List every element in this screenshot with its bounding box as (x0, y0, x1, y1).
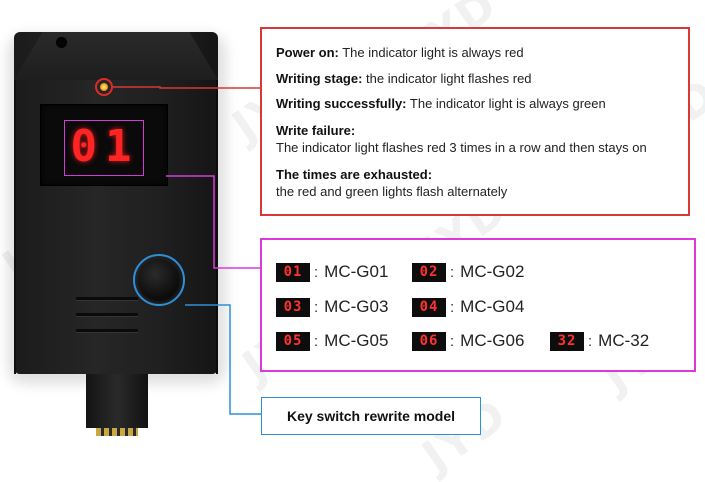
key-switch-highlight-ring (133, 254, 185, 306)
display-leader-line (166, 175, 260, 269)
model-item: 05 : MC-G05 (276, 329, 388, 353)
model-separator: : (450, 332, 455, 350)
model-name: MC-32 (598, 331, 650, 350)
model-code-badge: 05 (276, 331, 310, 351)
model-name: MC-G02 (460, 262, 525, 281)
model-name: MC-G01 (324, 262, 389, 281)
model-code-panel: 01 : MC-G01 02 : MC-G02 03 : MC-G03 04 :… (260, 238, 696, 372)
key-switch-label: Key switch rewrite model (286, 408, 456, 424)
key-switch-leader-line (185, 304, 261, 415)
vent-slot (76, 329, 138, 333)
indicator-leader-line (113, 86, 260, 89)
callout-leaders (113, 86, 261, 415)
model-item: 32 : MC-32 (550, 329, 649, 353)
key-switch-button[interactable] (139, 260, 179, 300)
model-name: MC-G04 (460, 297, 525, 316)
info-line-times-exhausted-detail: the red and green lights flash alternate… (276, 184, 508, 199)
info-line-writing-success: Writing successfully: The indicator ligh… (276, 96, 606, 111)
model-code-badge: 02 (412, 262, 446, 282)
info-line-write-failure-detail: The indicator light flashes red 3 times … (276, 140, 647, 155)
connector-plug (86, 374, 148, 428)
model-separator: : (314, 332, 319, 350)
model-code-badge: 06 (412, 331, 446, 351)
display-digits: 01 (70, 121, 140, 172)
device-top-bevel (14, 32, 218, 80)
model-item: 02 : MC-G02 (412, 260, 524, 284)
info-line-times-exhausted: The times are exhausted: (276, 167, 433, 182)
display-highlight-box (64, 120, 144, 176)
model-code-badge: 04 (412, 297, 446, 317)
model-separator: : (314, 263, 319, 281)
model-code-badge: 32 (550, 331, 584, 351)
info-line-writing-stage: Writing stage: the indicator light flash… (276, 71, 532, 86)
vent-slot (76, 313, 138, 317)
model-item: 06 : MC-G06 (412, 329, 524, 353)
model-separator: : (588, 332, 593, 350)
indicator-led (100, 83, 108, 91)
key-switch-callout: Key switch rewrite model (261, 397, 481, 435)
model-name: MC-G06 (460, 331, 525, 350)
vent-slot (76, 297, 138, 301)
info-line-write-failure: Write failure: (276, 123, 356, 138)
model-name: MC-G05 (324, 331, 389, 350)
model-code-badge: 01 (276, 262, 310, 282)
model-separator: : (450, 298, 455, 316)
reset-hole (56, 37, 67, 48)
model-code-badge: 03 (276, 297, 310, 317)
connector-pins (96, 428, 138, 436)
model-separator: : (450, 263, 455, 281)
model-item: 04 : MC-G04 (412, 295, 524, 319)
device-body (14, 80, 218, 374)
display-window (40, 104, 168, 186)
model-name: MC-G03 (324, 297, 389, 316)
model-item: 01 : MC-G01 (276, 260, 388, 284)
model-separator: : (314, 298, 319, 316)
info-line-power-on: Power on: The indicator light is always … (276, 45, 524, 60)
indicator-highlight-ring (95, 78, 113, 96)
indicator-status-panel: Power on: The indicator light is always … (260, 27, 690, 216)
model-item: 03 : MC-G03 (276, 295, 388, 319)
programmer-device (14, 32, 218, 374)
